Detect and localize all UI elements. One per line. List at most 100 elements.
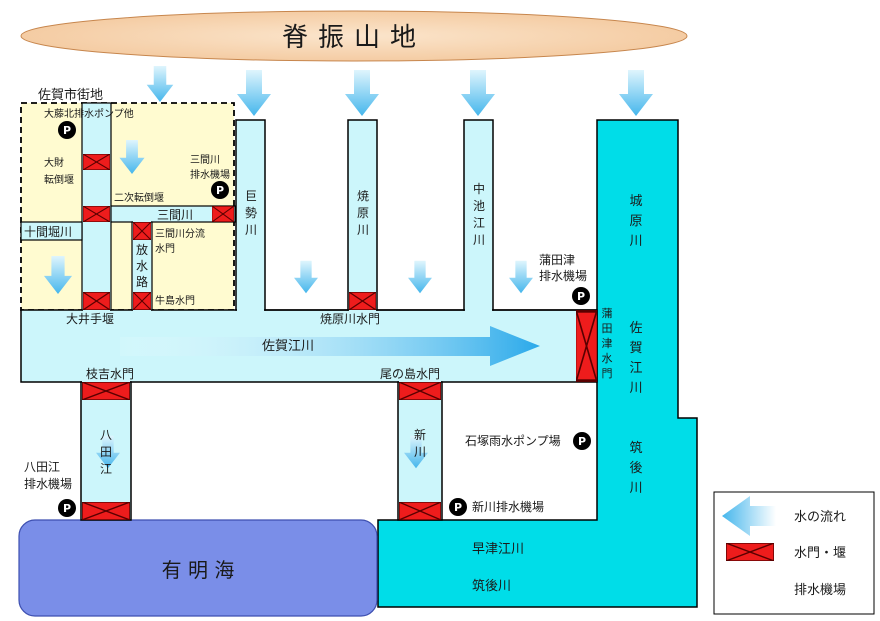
shin-river-label-2: 川 (414, 445, 426, 459)
sangen-river-label: 三間川 (157, 208, 193, 222)
nakaike-river (463, 119, 494, 311)
hatae-pump-label-1: 八田江 (24, 460, 60, 474)
sagae-right-label-4: 川 (629, 381, 642, 396)
shinkawa-pump-label: 新川排水機場 (472, 499, 544, 514)
pump-label: P (63, 502, 71, 515)
yakihara-gate-label: 焼原川水門 (320, 312, 380, 326)
hosui-ro-label-2: 水 (136, 259, 148, 273)
jobaru-river-label-2: 原 (629, 214, 642, 229)
mountain-title: 脊振山地 (282, 23, 426, 53)
kamatazu-gate-label-3: 津 (602, 337, 613, 350)
sagae-right-label-2: 賀 (629, 341, 642, 356)
jobaru-river-label-1: 城 (629, 194, 642, 209)
pump-label: P (454, 501, 462, 514)
hatae-pump-label-2: 排水機場 (24, 476, 72, 491)
kamatazu-pump-label-1: 蒲田津 (539, 253, 575, 267)
flow-arrow-3 (345, 70, 379, 116)
hatae-river-label-1: 八 (100, 428, 112, 442)
flow-arrow-7 (408, 260, 432, 294)
sagae-main-label: 佐賀江川 (262, 339, 314, 354)
gate-onoshima (399, 382, 441, 400)
sangen-river-channel (110, 205, 236, 223)
edayoshi-gate-label: 枝吉水門 (86, 366, 134, 381)
legend-gate-label: 水門・堰 (794, 546, 846, 561)
kose-river-label-3: 川 (245, 223, 257, 237)
hosui-ro-label-1: 放 (136, 242, 148, 257)
kamatazu-gate-label-4: 水 (602, 352, 613, 365)
hosui-ro-label-3: 路 (136, 274, 148, 289)
nakaike-river-label-1: 中 (473, 181, 485, 196)
sangen-branch-label-1: 三間川分流 (155, 227, 205, 240)
nakaike-river-label-4: 川 (473, 233, 485, 247)
pump-label: P (63, 124, 71, 137)
onoshima-gate-label: 尾の島水門 (380, 366, 440, 381)
nakaike-river-label-2: 池 (473, 199, 485, 213)
ozai-weir-label-1: 大財 (44, 156, 64, 169)
chikugo-bottom-label: 筑後川 (472, 578, 511, 594)
kamatazu-pump-label-2: 排水機場 (539, 268, 587, 283)
big-river-jobaru-chikugo (377, 119, 698, 608)
chikugo-right-label-2: 後 (629, 461, 642, 476)
sangen-pump-label-1: 三間川 (190, 154, 220, 166)
hatae-river-label-3: 江 (100, 462, 112, 476)
saga-city-label: 佐賀市街地 (38, 87, 103, 103)
kose-river-label-1: 巨 (245, 189, 257, 203)
gate-sangen (212, 206, 234, 222)
flow-arrow-2 (237, 70, 271, 116)
niji-weir-label: 二次転倒堰 (114, 191, 164, 204)
flow-arrow-8 (509, 260, 533, 294)
shin-river-label-1: 新 (414, 427, 426, 442)
mountain-ellipse (20, 10, 688, 62)
flow-arrow-5 (619, 70, 653, 116)
sangen-pump-label-2: 排水機場 (190, 168, 230, 181)
yakihara-river-label-2: 原 (357, 206, 369, 220)
ishizuka-pump-label: 石塚雨水ポンプ場 (465, 434, 561, 448)
legend-pump-label: 排水機場 (794, 583, 846, 598)
flow-arrow-sagae (120, 326, 540, 366)
legend: 水の流れ 水門・堰 排水機場 (713, 491, 875, 615)
flow-arrow-1 (146, 66, 174, 102)
sangen-branch-label-2: 水門 (155, 243, 175, 255)
gate-kamatazu (576, 310, 597, 382)
hayatsue-label: 早津江川 (472, 542, 524, 557)
gate-hatae-mouth (82, 502, 130, 520)
ofuji-pump-label: 大藤北排水ポンプ他 (44, 107, 134, 120)
kamatazu-gate-label-5: 門 (602, 367, 613, 380)
gate-sangen-branch (133, 222, 151, 240)
hatae-river-label-2: 田 (100, 445, 112, 459)
jobaru-river-label-3: 川 (629, 234, 642, 249)
kamatazu-gate-label-2: 田 (602, 322, 613, 335)
gate-edayoshi (82, 382, 130, 400)
gate-ooi (83, 292, 110, 310)
jikken-river-label: 十間堀川 (24, 224, 72, 239)
ariake-label: 有 明 海 (162, 558, 235, 582)
ushijima-gate-label: 牛島水門 (155, 294, 195, 307)
jikken-river-channel (20, 221, 83, 241)
pump-label: P (577, 290, 585, 303)
gate-ozai (83, 154, 110, 170)
gate-shin-mouth (399, 502, 441, 520)
sagae-right-label-3: 江 (629, 361, 642, 376)
sagae-right-label-1: 佐 (629, 321, 642, 336)
legend-flow-label: 水の流れ (794, 510, 846, 525)
ooi-weir-label: 大井手堰 (66, 312, 114, 326)
gate-niji (83, 206, 110, 222)
kamatazu-gate-label-1: 蒲 (602, 306, 613, 320)
pump-label: P (216, 184, 224, 197)
gate-yakihara (349, 292, 376, 310)
yakihara-river-label-3: 川 (357, 223, 369, 237)
legend-gate-icon (726, 543, 774, 561)
nakaike-river-label-3: 江 (473, 216, 485, 230)
legend-flow-arrow (722, 496, 776, 536)
chikugo-right-label-1: 筑 (629, 440, 642, 456)
ozai-weir-label-2: 転倒堰 (44, 174, 74, 186)
gate-ushijima (133, 292, 151, 310)
chikugo-right-label-3: 川 (629, 481, 642, 496)
ariake-sea (18, 519, 378, 617)
flow-arrow-6 (294, 260, 318, 294)
kose-river-label-2: 勢 (245, 205, 257, 220)
yakihara-river-label-1: 焼 (357, 189, 369, 203)
flow-arrow-4 (461, 70, 495, 116)
pump-label: P (578, 435, 586, 448)
